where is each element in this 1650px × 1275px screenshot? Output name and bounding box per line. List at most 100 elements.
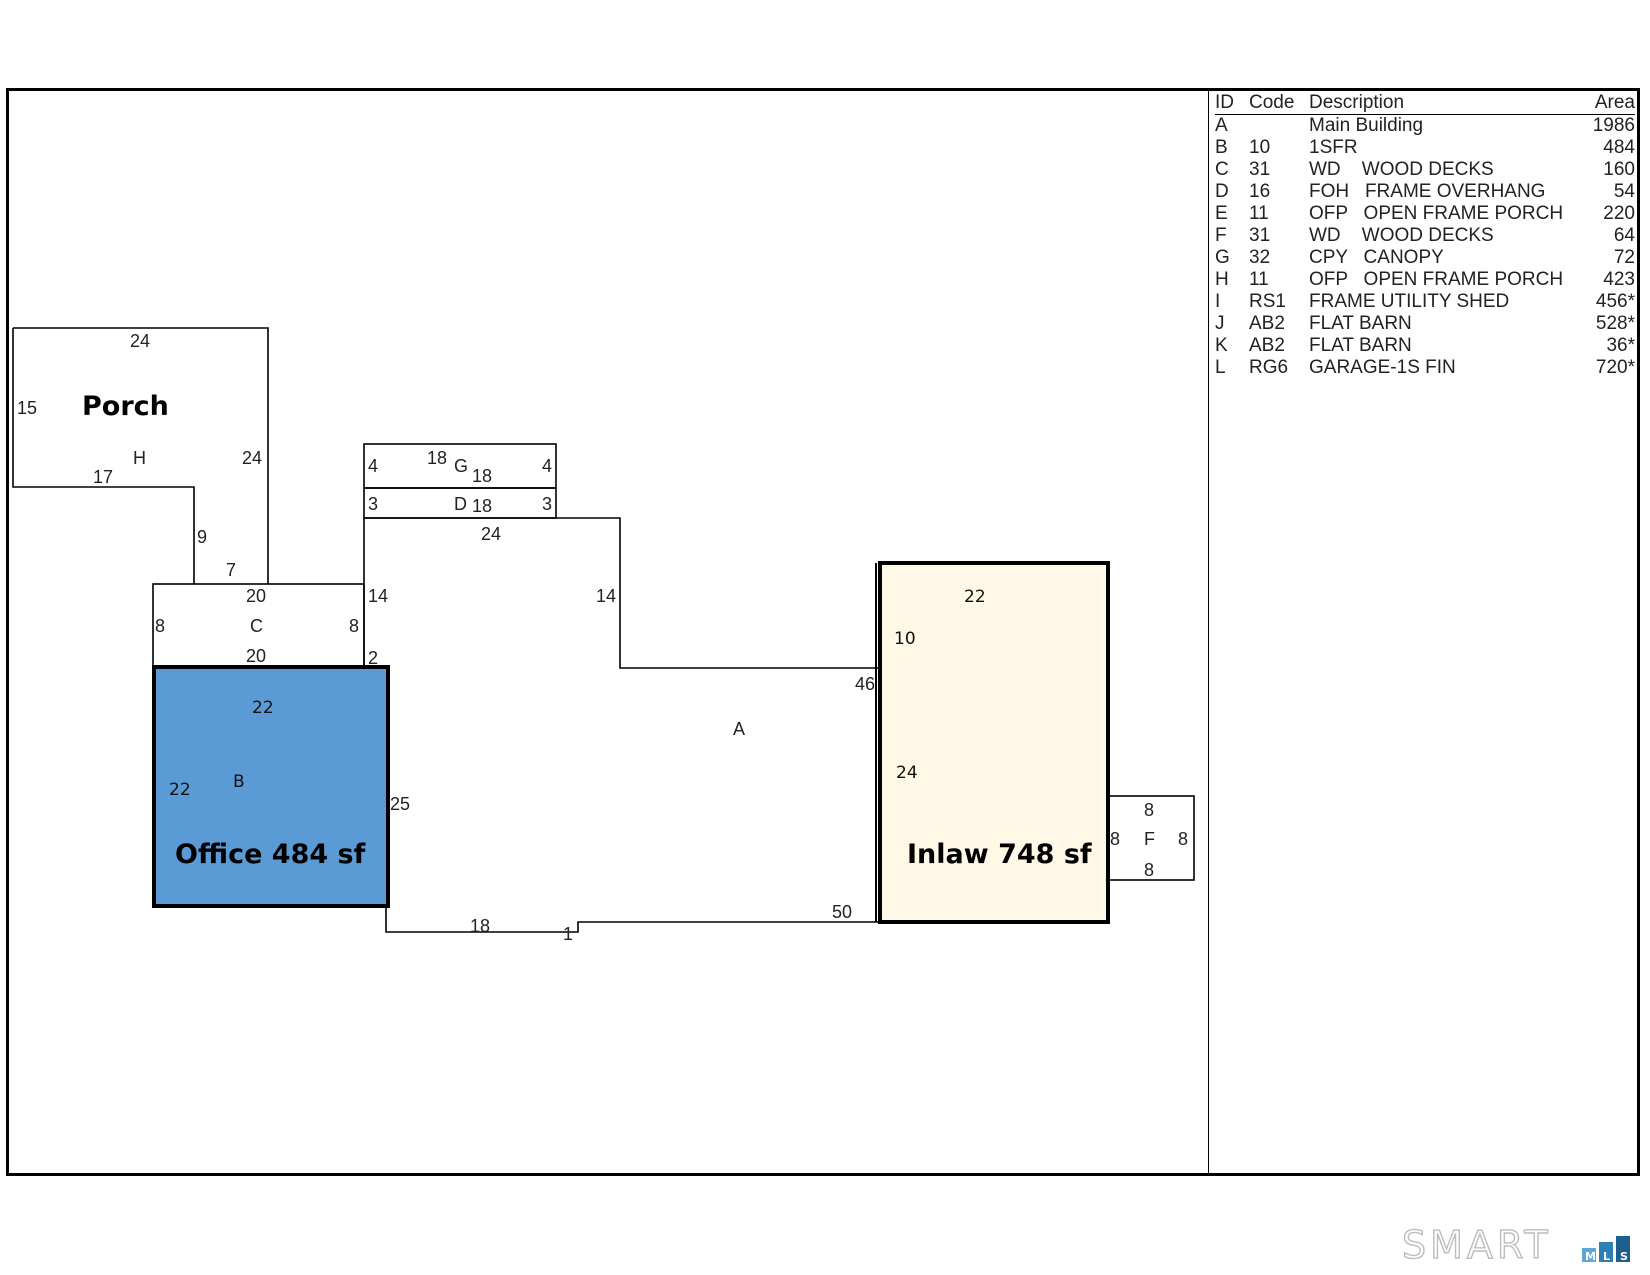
legend-row: A Main Building 1986 — [1215, 115, 1635, 138]
legend-id-cell: K — [1215, 335, 1228, 356]
dim-label: 22 — [169, 780, 191, 800]
dim-label: 17 — [93, 467, 113, 487]
legend-id-cell: F — [1215, 225, 1227, 246]
dim-label: 15 — [17, 398, 37, 418]
legend-area-cell: 64 — [1613, 225, 1635, 246]
legend-id-cell: B — [1215, 137, 1228, 158]
legend-id-cell: H — [1215, 269, 1229, 290]
dim-label: 20 — [246, 586, 266, 606]
dim-label: 22 — [252, 698, 274, 718]
office-b-box — [152, 665, 390, 908]
sketch-frame — [6, 88, 1640, 1176]
legend-row: J AB2 FLAT BARN 528* — [1215, 313, 1635, 335]
dim-label: 20 — [246, 646, 266, 666]
legend-area-cell: 456* — [1595, 291, 1635, 312]
dim-label: 8 — [1110, 829, 1120, 849]
legend-description-cell: 1SFR — [1309, 137, 1358, 158]
legend-row: F 31 WD WOOD DECKS 64 — [1215, 225, 1635, 247]
logo-smart-text: SMART — [1402, 1223, 1552, 1266]
dim-label: 9 — [197, 527, 207, 547]
dim-label: 18 — [472, 466, 492, 486]
smart-mls-logo-mark: SMART M L S — [1401, 1222, 1630, 1268]
legend-area-cell: 36* — [1606, 335, 1635, 356]
legend-id-cell: G — [1215, 247, 1230, 268]
dim-label: 1 — [563, 924, 573, 944]
dim-label: 3 — [368, 494, 378, 514]
area-id-label: H — [133, 448, 146, 468]
legend-area-cell: 423 — [1603, 269, 1635, 290]
logo-m-square — [1582, 1248, 1596, 1262]
dim-label: 3 — [542, 494, 552, 514]
dim-label: 8 — [1178, 829, 1188, 849]
legend-description-cell: OFP OPEN FRAME PORCH — [1309, 203, 1564, 224]
area-id-label: F — [1144, 829, 1155, 849]
legend-description-cell: CPY CANOPY — [1309, 247, 1444, 268]
legend-description-cell: FRAME UTILITY SHED — [1309, 291, 1510, 312]
legend-header-row: ID Code Description Area — [1215, 92, 1635, 115]
legend-code-cell: 10 — [1249, 137, 1271, 158]
legend-code-cell: 32 — [1249, 247, 1271, 268]
dim-label: 18 — [472, 496, 492, 516]
area-id-label: C — [250, 616, 263, 636]
office-callout: Office 484 sf — [175, 839, 366, 870]
legend-code-cell: RS1 — [1249, 291, 1286, 312]
legend-description-cell: FLAT BARN — [1309, 335, 1412, 356]
dim-label: 24 — [130, 331, 150, 351]
dim-label: 7 — [226, 560, 236, 580]
legend-id-cell: A — [1215, 115, 1228, 136]
dim-label: 8 — [155, 616, 165, 636]
porch-h-outline — [12, 327, 269, 584]
legend-description-cell: FLAT BARN — [1309, 313, 1412, 334]
legend-area-cell: 1986 — [1592, 115, 1635, 136]
legend-id-cell: C — [1215, 159, 1229, 180]
area-id-label: D — [454, 494, 467, 514]
dim-label: 46 — [855, 674, 875, 694]
legend-id-cell: J — [1215, 313, 1225, 334]
porch-callout: Porch — [82, 391, 169, 422]
inlaw-callout: Inlaw 748 sf — [907, 839, 1092, 870]
legend-code-cell: AB2 — [1249, 313, 1285, 334]
dim-label: 8 — [1144, 800, 1154, 820]
area-id-label: B — [233, 772, 245, 792]
legend-header-description: Description — [1309, 92, 1589, 115]
dim-label: 18 — [427, 448, 447, 468]
dim-label: 8 — [1144, 860, 1154, 880]
dim-label: 18 — [470, 916, 490, 936]
legend-code-cell — [1249, 115, 1309, 138]
legend-header-area: Area — [1588, 92, 1635, 115]
dim-label: 4 — [542, 456, 552, 476]
legend-description-cell: GARAGE-1S FIN — [1309, 357, 1456, 378]
logo-l-letter: L — [1603, 1250, 1610, 1263]
legend-code-cell: 11 — [1249, 203, 1269, 224]
dim-label: 22 — [964, 587, 986, 607]
legend-description-cell: WD WOOD DECKS — [1309, 225, 1494, 246]
logo-s-letter: S — [1620, 1250, 1628, 1263]
dim-label: 25 — [390, 794, 410, 814]
dim-label: 24 — [481, 524, 501, 544]
main-building-a-outline — [363, 517, 881, 933]
legend-area-cell: 160 — [1603, 159, 1635, 180]
legend-id-cell: D — [1215, 181, 1229, 202]
legend-area-cell: 54 — [1613, 181, 1635, 202]
dim-label: 50 — [832, 902, 852, 922]
dim-label: 24 — [242, 448, 262, 468]
dim-label: 4 — [368, 456, 378, 476]
legend-description-cell: Main Building — [1309, 115, 1424, 136]
legend-header-code: Code — [1249, 92, 1309, 115]
legend-header-id: ID — [1215, 92, 1249, 115]
legend-area-cell: 528* — [1595, 313, 1635, 334]
dim-label: 14 — [368, 586, 388, 606]
legend-code-cell: 16 — [1249, 181, 1271, 202]
legend-code-cell: 31 — [1249, 225, 1271, 246]
